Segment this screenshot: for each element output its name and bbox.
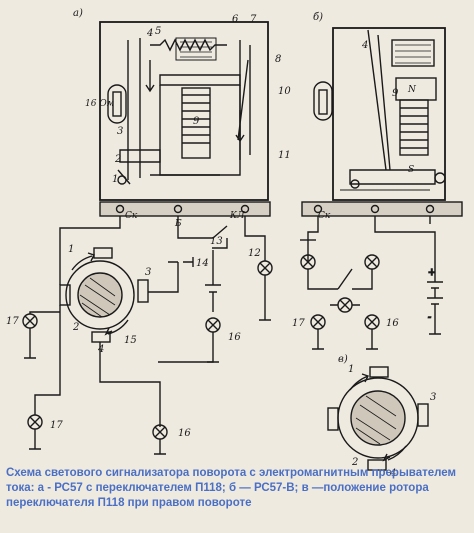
callout-4: 4 bbox=[146, 28, 153, 39]
callout-10: 10 bbox=[278, 86, 291, 97]
callout-5: 5 bbox=[155, 26, 161, 37]
callout-15: 15 bbox=[124, 335, 137, 346]
rotor-2: 2 bbox=[72, 322, 79, 333]
callout-1: 1 bbox=[112, 174, 118, 185]
callout-6: 6 bbox=[232, 14, 239, 25]
svg-text:+: + bbox=[428, 268, 436, 278]
terminal-ck-b: Ск bbox=[318, 211, 331, 221]
callout-16: 16 bbox=[228, 332, 241, 343]
b-callout-9: 9 bbox=[392, 88, 399, 99]
callout-8: 8 bbox=[275, 54, 281, 65]
callout-17: 17 bbox=[6, 316, 19, 327]
b-lamp-16: 16 bbox=[386, 318, 399, 329]
b-lamp-17: 17 bbox=[292, 318, 305, 329]
rotor-1: 1 bbox=[68, 244, 74, 255]
rotor-3: 3 bbox=[145, 267, 151, 278]
wiring-a bbox=[22, 216, 273, 455]
labels: а) б) в) 16 Ом Ск Б КЛ Ск N S 4 5 6 7 8 … bbox=[6, 8, 436, 479]
pole-n: N bbox=[407, 85, 417, 95]
relay-a bbox=[99, 21, 271, 217]
callout-14: 14 bbox=[196, 258, 209, 269]
callout-2: 2 bbox=[114, 154, 121, 165]
panel-b-label: б) bbox=[313, 12, 323, 23]
c-1: 1 bbox=[348, 364, 354, 375]
lamp-17-label: 17 bbox=[50, 420, 63, 431]
c-3: 3 bbox=[430, 392, 436, 403]
rotor-c bbox=[327, 366, 429, 471]
lamp-16-label: 16 bbox=[178, 428, 191, 439]
callout-3: 3 bbox=[117, 126, 123, 137]
b-callout-4: 4 bbox=[361, 40, 368, 51]
resistor-rating: 16 Ом bbox=[85, 99, 114, 109]
callout-11: 11 bbox=[278, 150, 291, 161]
terminal-kl: КЛ bbox=[229, 211, 245, 221]
terminal-b: Б bbox=[174, 219, 182, 229]
callout-13: 13 bbox=[210, 236, 223, 247]
c-2: 2 bbox=[351, 457, 358, 468]
panel-c-label: в) bbox=[338, 354, 348, 365]
c-4: 4 bbox=[389, 468, 396, 479]
figure-caption: Схема светового сигнализатора поворота с… bbox=[6, 467, 457, 509]
pole-s: S bbox=[408, 165, 414, 175]
relay-b bbox=[301, 27, 463, 217]
rotor-4: 4 bbox=[97, 344, 104, 355]
callout-12: 12 bbox=[248, 248, 261, 259]
callout-7: 7 bbox=[250, 14, 257, 25]
svg-text:-: - bbox=[428, 313, 431, 323]
wiring-b: + - bbox=[300, 216, 443, 350]
callout-9: 9 bbox=[193, 116, 200, 127]
terminal-ck: Ск bbox=[125, 211, 138, 221]
panel-a-label: а) bbox=[73, 8, 83, 19]
